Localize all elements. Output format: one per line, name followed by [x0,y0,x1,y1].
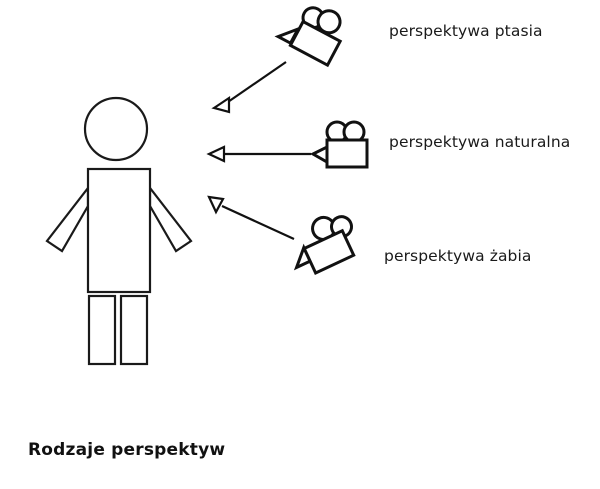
figure-right-leg [119,294,149,366]
stick-figure [45,96,193,366]
arrow-frog-head-icon [207,195,225,215]
arrow-natural-head-icon [206,145,226,163]
label-frog-perspective: perspektywa żabia [384,247,532,265]
arrow-frog-line [221,205,295,240]
camera-frog-icon [293,215,356,275]
figure-torso [86,167,152,294]
diagram-title: Rodzaje perspektyw [28,440,226,460]
camera-natural-body [325,138,369,169]
label-bird-perspective: perspektywa ptasia [389,22,543,40]
label-natural-perspective: perspektywa naturalna [389,133,571,151]
arrow-bird [211,61,287,114]
figure-left-arm [45,184,90,253]
camera-bird-icon [274,6,343,68]
figure-head-icon [83,96,149,162]
camera-natural-lens [309,144,329,165]
arrow-natural [206,145,311,163]
arrow-bird-head-icon [211,95,231,114]
figure-right-arm [148,184,193,253]
arrow-frog [207,195,295,240]
camera-bird-body [288,19,343,68]
camera-frog-body [302,228,356,275]
arrow-bird-line [224,61,287,105]
camera-natural-icon [309,120,369,169]
figure-left-leg [87,294,117,366]
